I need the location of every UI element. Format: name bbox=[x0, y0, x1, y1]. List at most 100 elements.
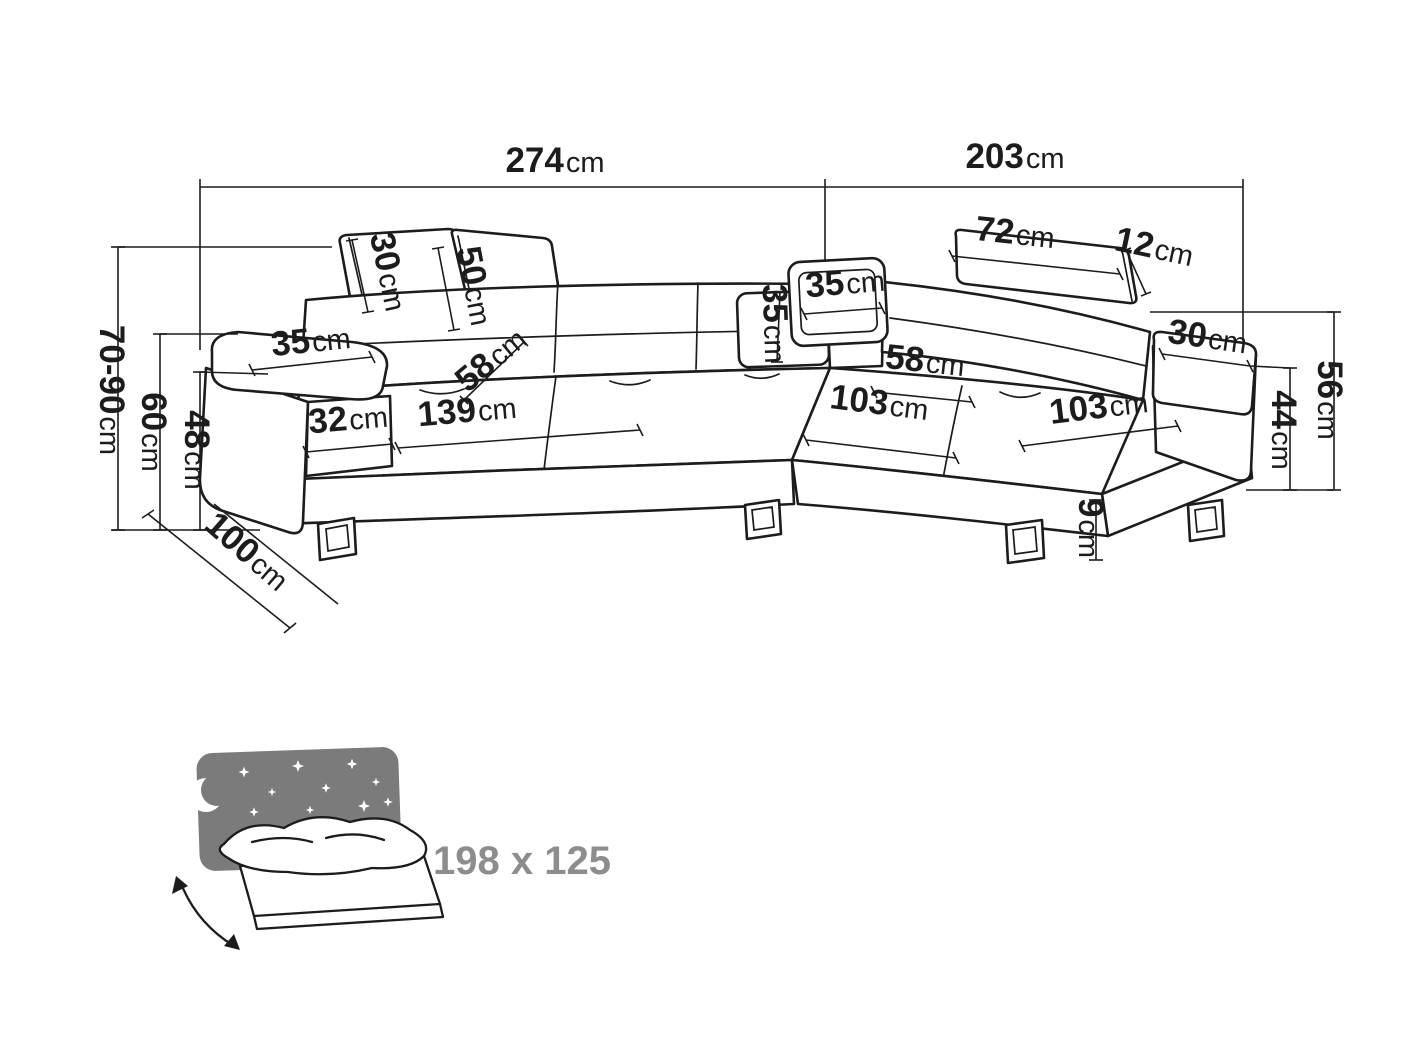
dim-line-corner-cushion-height bbox=[771, 291, 786, 363]
sofa-backrest-seam-1 bbox=[553, 281, 559, 373]
dim-line-armrest-height bbox=[153, 333, 238, 531]
dim-unit: cm bbox=[1072, 519, 1104, 558]
dim-unit: cm bbox=[1026, 143, 1065, 175]
dim-label-backrest-height-right: 56cm bbox=[1310, 360, 1349, 440]
dim-label-armrest-height: 60cm bbox=[134, 392, 173, 472]
dim-value: 48 bbox=[177, 410, 216, 449]
dim-line-backrest-height bbox=[431, 246, 461, 332]
dim-line-seat-height-right bbox=[1249, 365, 1297, 491]
sleeping-area-size-label: 198 x 125 bbox=[433, 839, 611, 883]
sofa-backrest-right-crease bbox=[889, 317, 1147, 367]
dim-label-seat-depth-right: 58cm bbox=[884, 337, 967, 384]
sofa-headrest-right-crease bbox=[1121, 249, 1133, 302]
dim-unit: cm bbox=[1108, 387, 1150, 423]
dim-unit: cm bbox=[1265, 431, 1297, 470]
dim-label-armrest-top-width: 35cm bbox=[269, 317, 352, 364]
dim-label-headrest-height-left: 30cm bbox=[362, 229, 417, 315]
dim-value: 30 bbox=[362, 229, 408, 275]
duvet-icon bbox=[218, 816, 428, 876]
dim-unit: cm bbox=[93, 416, 125, 455]
dim-label-overall-width-right: 203cm bbox=[965, 137, 1064, 176]
dim-line-seat-width-left bbox=[394, 423, 644, 455]
duvet-fold-2 bbox=[324, 833, 386, 842]
dim-line-corner-pillow-width bbox=[800, 301, 886, 321]
dim-value: 58 bbox=[884, 337, 927, 380]
dim-line-overall-depth bbox=[141, 503, 339, 634]
sofa-backrest-seam-2 bbox=[695, 282, 699, 370]
sofa-leg-chaise bbox=[1004, 518, 1046, 565]
dim-unit: cm bbox=[178, 451, 210, 490]
dim-unit: cm bbox=[348, 402, 389, 437]
dim-unit: cm bbox=[1206, 323, 1249, 360]
sofa-leg-right bbox=[1186, 498, 1226, 543]
duvet-fold-1 bbox=[250, 836, 314, 844]
dim-unit: cm bbox=[757, 324, 790, 364]
sofa-corner-pillow bbox=[787, 256, 889, 348]
dim-line-leg-height bbox=[1089, 499, 1103, 561]
dim-label-chaise-seat-width: 103cm bbox=[828, 377, 931, 428]
dim-value: 35 bbox=[804, 263, 846, 305]
sleeping-function-icon: 198 x 125 bbox=[172, 747, 611, 950]
dim-value: 103 bbox=[828, 377, 891, 423]
dim-line-overall-width bbox=[199, 179, 1244, 350]
dim-value: 50 bbox=[449, 243, 495, 289]
dim-label-corner-cushion-height: 35cm bbox=[755, 283, 797, 364]
dim-value: 35 bbox=[269, 321, 312, 364]
dim-line-armrest-top-width bbox=[248, 350, 376, 377]
dim-unit: cm bbox=[477, 393, 518, 428]
dim-line-armrest-top-width-right bbox=[1158, 347, 1254, 373]
dim-line-chaise-seat-width bbox=[802, 433, 960, 465]
sofa-front-face-chaise bbox=[790, 458, 1110, 538]
sofa-seat-quilt-2 bbox=[609, 379, 651, 386]
mattress-base-edge bbox=[252, 902, 445, 931]
sofa-leg-front-middle bbox=[743, 498, 783, 541]
dim-unit: cm bbox=[1152, 234, 1196, 273]
sofa-armrest-right-pad bbox=[1151, 330, 1258, 416]
dim-value: 274 bbox=[505, 141, 564, 180]
dim-line-armrest-front-width bbox=[302, 437, 396, 459]
dim-value: 12 bbox=[1111, 219, 1157, 265]
dim-label-backrest-height: 50cm bbox=[449, 243, 502, 329]
dim-unit: cm bbox=[566, 147, 605, 179]
dim-label-armrest-top-width-right: 30cm bbox=[1165, 312, 1249, 362]
dim-label-armrest-front-width: 32cm bbox=[307, 396, 390, 442]
dim-unit: cm bbox=[311, 323, 353, 359]
dim-value: 32 bbox=[307, 399, 349, 441]
dim-label-corner-pillow-width: 35cm bbox=[804, 260, 887, 306]
dim-unit: cm bbox=[924, 347, 966, 383]
dim-unit: cm bbox=[457, 284, 496, 328]
dim-unit: cm bbox=[845, 266, 886, 301]
sofa-corner-pillow-piping bbox=[797, 268, 879, 336]
sofa-chaise-seam bbox=[941, 385, 963, 485]
dim-label-end-seat-width: 103cm bbox=[1047, 381, 1150, 432]
sofa-seat-quilt-3 bbox=[744, 373, 780, 380]
dim-line-seat-depth-left bbox=[459, 337, 529, 405]
dim-unit: cm bbox=[371, 270, 410, 314]
dim-value: 56 bbox=[1310, 360, 1349, 399]
sofa-chaise-quilt bbox=[999, 391, 1041, 399]
dim-label-seat-height: 48cm bbox=[177, 410, 216, 490]
dim-label-overall-height: 70-90cm bbox=[92, 325, 131, 455]
dim-value: 139 bbox=[416, 390, 478, 434]
dim-unit: cm bbox=[1014, 219, 1056, 255]
fold-out-arrow-icon bbox=[172, 876, 240, 950]
sofa-armrest-left-body bbox=[198, 366, 310, 535]
dim-label-leg-height: 9cm bbox=[1071, 498, 1110, 558]
dim-unit: cm bbox=[1311, 401, 1343, 440]
dim-label-seat-width-left: 139cm bbox=[416, 387, 518, 434]
dim-value: 60 bbox=[134, 392, 173, 431]
sofa-leg-front-left bbox=[316, 516, 358, 562]
dim-line-headrest-height-left bbox=[345, 238, 375, 314]
dim-unit: cm bbox=[135, 433, 167, 472]
dim-value: 30 bbox=[1165, 312, 1209, 356]
dim-label-headrest-width-right: 72cm bbox=[974, 209, 1057, 256]
dim-value: 70-90 bbox=[92, 325, 131, 415]
dim-value: 203 bbox=[965, 137, 1023, 176]
dim-unit: cm bbox=[888, 391, 930, 427]
dim-label-seat-height-right: 44cm bbox=[1264, 390, 1303, 470]
dim-label-overall-width-left: 274cm bbox=[505, 141, 604, 180]
dim-line-seat-depth-right bbox=[870, 385, 976, 409]
dim-line-headrest-thickness-right bbox=[1120, 247, 1152, 297]
